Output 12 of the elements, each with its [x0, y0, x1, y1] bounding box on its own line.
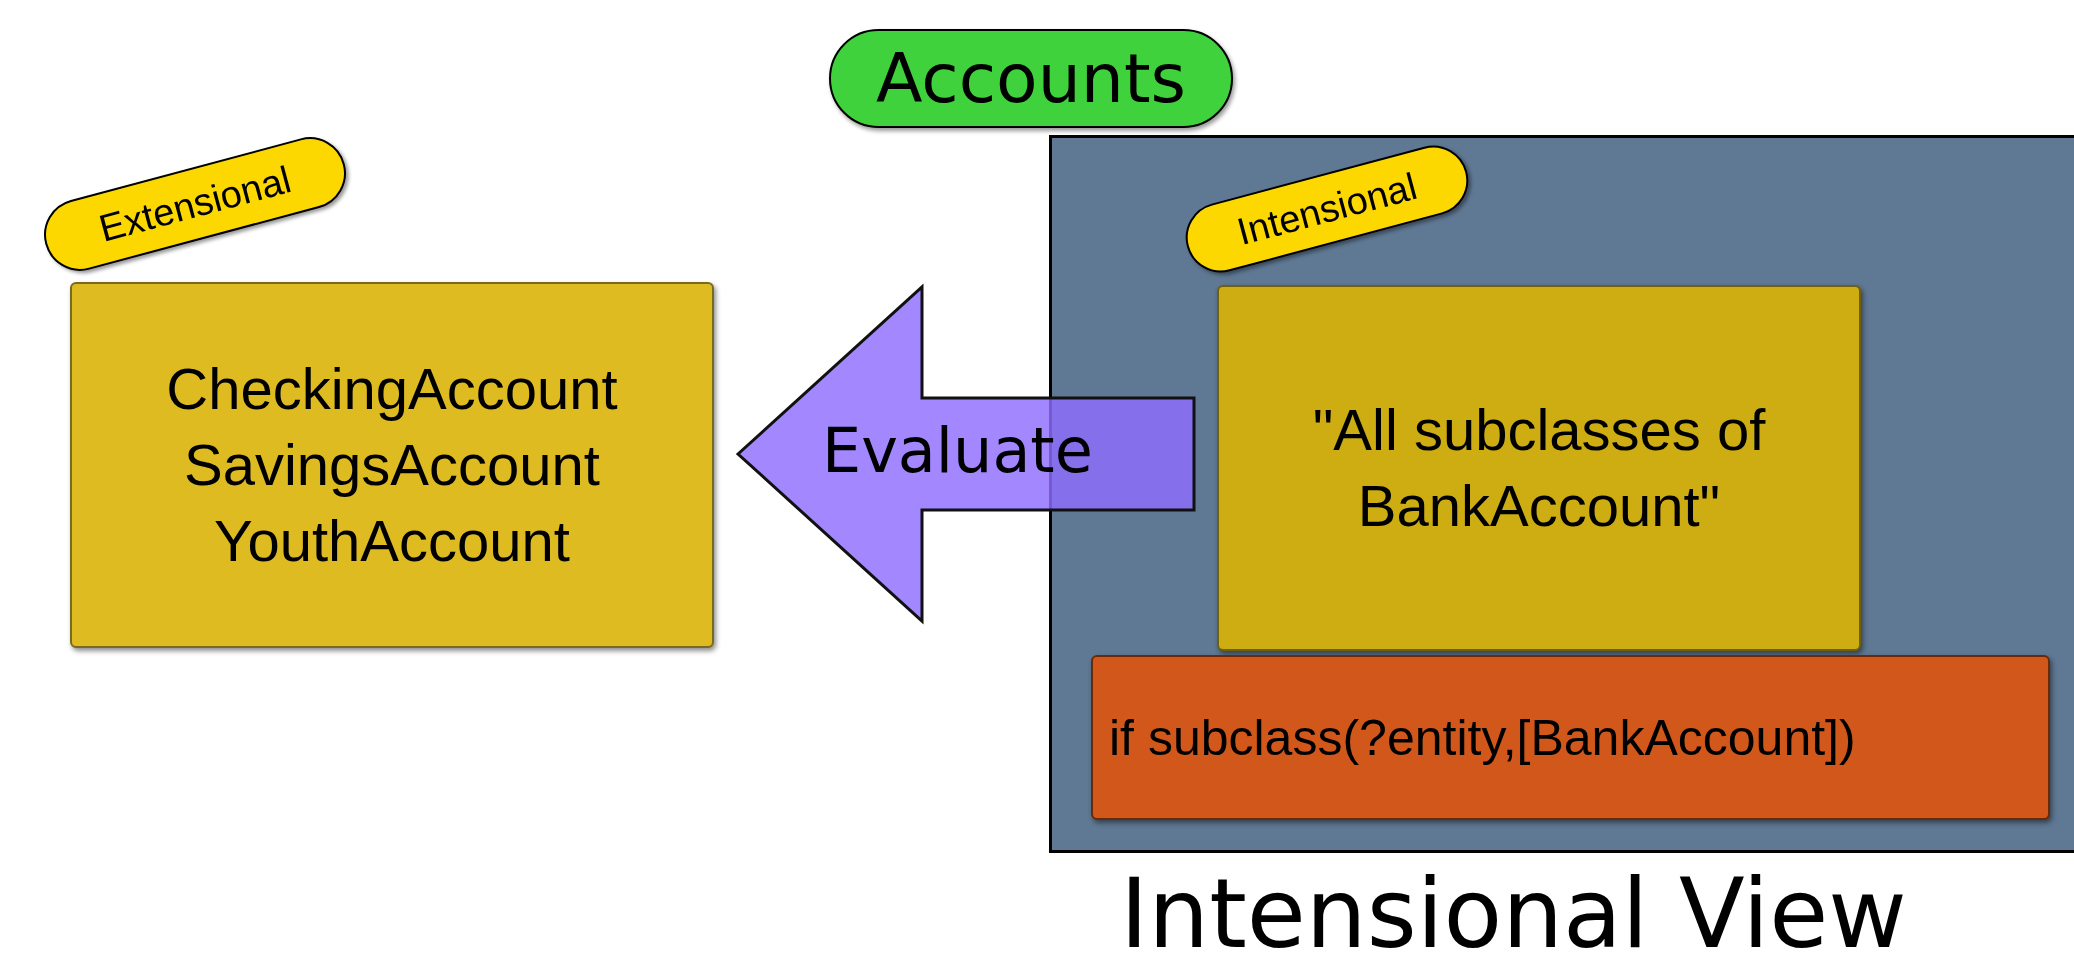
set-member: SavingsAccount — [184, 431, 600, 499]
set-box — [70, 282, 714, 648]
title-pill — [829, 29, 1233, 128]
set-member: CheckingAccount — [166, 355, 618, 423]
edge-label: Evaluate — [822, 420, 1093, 482]
query-box — [1217, 285, 1861, 651]
rule-text: if subclass(?entity,[BankAccount]) — [1109, 712, 1856, 763]
title-text: Accounts — [876, 44, 1186, 113]
block-arrow — [735, 283, 1196, 625]
query-text: "All subclasses of BankAccount" — [1311, 396, 1767, 540]
set-member: YouthAccount — [214, 507, 570, 575]
panel-caption: Intensional View — [1120, 866, 1907, 962]
